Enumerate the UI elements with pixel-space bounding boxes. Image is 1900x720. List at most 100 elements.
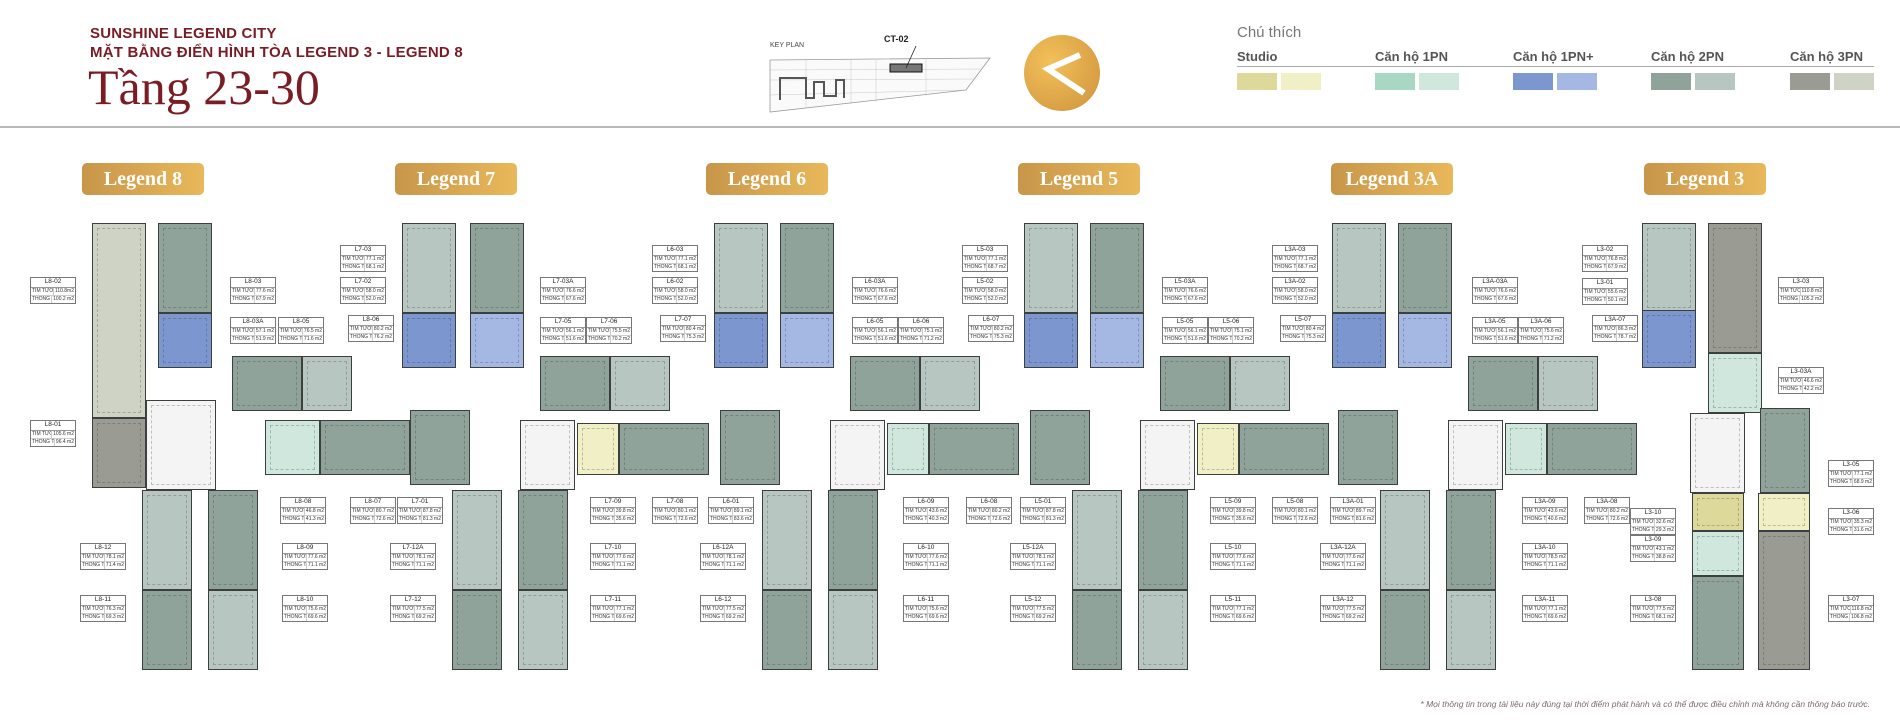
- unit-L5-12[interactable]: [1072, 590, 1122, 670]
- building-tag-legend-6[interactable]: Legend 6: [706, 163, 828, 195]
- unit-L6-07[interactable]: [920, 356, 980, 411]
- unit-L3-02[interactable]: [1642, 223, 1696, 313]
- unit-L6-09[interactable]: [887, 423, 929, 475]
- unit-L3-05[interactable]: [1760, 408, 1810, 493]
- unit-L8-12[interactable]: [142, 490, 192, 590]
- label-tim-tuong: TIM TƯỜNG: [1164, 287, 1187, 295]
- label-tim-tuong: TIM TƯỜNG: [1586, 507, 1609, 515]
- building-tag-legend-5[interactable]: Legend 5: [1018, 163, 1140, 195]
- unit-L3-08[interactable]: [1692, 576, 1744, 670]
- unit-L3-03A[interactable]: [1708, 353, 1762, 413]
- unit-id: L6-03A: [853, 278, 897, 288]
- unit-L5-12A[interactable]: [1072, 490, 1122, 590]
- unit-L8-06[interactable]: [302, 356, 352, 411]
- unit-L3-06[interactable]: [1758, 493, 1810, 531]
- unit-L3A-12[interactable]: [1380, 590, 1430, 670]
- unit-L3A-03[interactable]: [1332, 223, 1386, 313]
- unit-L6-12[interactable]: [762, 590, 812, 670]
- unit-L7-05[interactable]: [470, 313, 524, 368]
- unit-L3A-02[interactable]: [1332, 313, 1386, 368]
- unit-L6-03A[interactable]: [780, 223, 834, 313]
- unit-L6-02[interactable]: [714, 313, 768, 368]
- building-tag-legend-7[interactable]: Legend 7: [395, 163, 517, 195]
- unit-L6-03[interactable]: [714, 223, 768, 313]
- unit-L7-01[interactable]: [410, 410, 470, 485]
- unit-L7-12A[interactable]: [452, 490, 502, 590]
- unit-L8-02[interactable]: [92, 223, 146, 418]
- unit-L8-03[interactable]: [158, 223, 212, 313]
- unit-L3A-11[interactable]: [1446, 590, 1496, 670]
- unit-L3A-12A[interactable]: [1380, 490, 1430, 590]
- unit-L7-03A[interactable]: [470, 223, 524, 313]
- unit-L6-01[interactable]: [720, 410, 780, 485]
- unit-L6-06[interactable]: [850, 356, 920, 411]
- unit-L8-03A[interactable]: [158, 313, 212, 368]
- unit-L6-10[interactable]: [828, 490, 878, 590]
- unit-id: L3-05: [1829, 461, 1873, 471]
- unit-L5-02[interactable]: [1024, 313, 1078, 368]
- unit-L7-10[interactable]: [518, 490, 568, 590]
- unit-L6-12A[interactable]: [762, 490, 812, 590]
- area-thong-thuy: 67.6 m2: [1497, 295, 1516, 302]
- legend-studio: Studio: [1237, 49, 1278, 64]
- unit-id: L3A-07: [1593, 316, 1637, 326]
- label-thong-thuy: THÔNG THỦY: [702, 561, 725, 569]
- unit-L8-08[interactable]: [265, 420, 320, 475]
- unit-L6-08[interactable]: [929, 423, 1019, 475]
- unit-L3A-08[interactable]: [1547, 423, 1637, 475]
- unit-L3A-05[interactable]: [1398, 313, 1452, 368]
- area-thong-thuy: 106.8 m2: [1851, 613, 1872, 620]
- unit-L3A-07-block[interactable]: [1538, 356, 1598, 411]
- unit-L3A-10[interactable]: [1446, 490, 1496, 590]
- area-tim-tuong: 75.5 m2: [611, 327, 630, 334]
- unit-L7-08[interactable]: [619, 423, 709, 475]
- unit-L8-07[interactable]: [320, 420, 410, 475]
- label-thong-thuy: THÔNG THỦY: [588, 335, 611, 343]
- unit-L7-11[interactable]: [518, 590, 568, 670]
- unit-L5-09[interactable]: [1197, 423, 1239, 475]
- unit-L3-10[interactable]: [1692, 493, 1744, 531]
- unit-L7-09[interactable]: [577, 423, 619, 475]
- unit-L8-10[interactable]: [208, 590, 258, 670]
- unit-L8-01[interactable]: [92, 418, 146, 488]
- unit-L6-11[interactable]: [828, 590, 878, 670]
- unit-L3A-01[interactable]: [1338, 410, 1398, 485]
- unit-L3A-06[interactable]: [1468, 356, 1538, 411]
- unit-L7-07[interactable]: [610, 356, 670, 411]
- unit-L3A-09[interactable]: [1505, 423, 1547, 475]
- unit-L5-10[interactable]: [1138, 490, 1188, 590]
- unit-L3-09[interactable]: [1692, 531, 1744, 576]
- unit-L5-07[interactable]: [1230, 356, 1290, 411]
- unit-L5-08[interactable]: [1239, 423, 1329, 475]
- unit-id: L8-12: [81, 544, 125, 554]
- unit-L8-09[interactable]: [208, 490, 258, 590]
- unit-L3-07[interactable]: [1758, 531, 1810, 670]
- unit-L7-06[interactable]: [540, 356, 610, 411]
- unit-L5-03A[interactable]: [1090, 223, 1144, 313]
- unit-L8-05[interactable]: [232, 356, 302, 411]
- unit-L5-01[interactable]: [1030, 410, 1090, 485]
- unit-L7-12[interactable]: [452, 590, 502, 670]
- building-tag-legend-8[interactable]: Legend 8: [82, 163, 204, 195]
- unit-L5-03[interactable]: [1024, 223, 1078, 313]
- unit-L3A-03A[interactable]: [1398, 223, 1452, 313]
- area-tim-tuong: 77.6 m2: [307, 553, 326, 560]
- building-tag-legend-3a[interactable]: Legend 3A: [1331, 163, 1453, 195]
- unit-L5-05[interactable]: [1090, 313, 1144, 368]
- area-thong-thuy: 67.9 m2: [255, 295, 274, 302]
- unit-L3-03[interactable]: [1708, 223, 1762, 353]
- unit-L3A-07[interactable]: [1642, 310, 1696, 368]
- unit-L5-06[interactable]: [1160, 356, 1230, 411]
- key-plan: KEY PLAN CT-02: [766, 34, 996, 115]
- unit-L7-02[interactable]: [402, 313, 456, 368]
- unit-L6-05[interactable]: [780, 313, 834, 368]
- building-tag-legend-3[interactable]: Legend 3: [1644, 163, 1766, 195]
- unit-L5-11[interactable]: [1138, 590, 1188, 670]
- unit-L7-03[interactable]: [402, 223, 456, 313]
- label-tim-tuong: TIM TƯỜNG: [905, 605, 928, 613]
- unit-L8-11[interactable]: [142, 590, 192, 670]
